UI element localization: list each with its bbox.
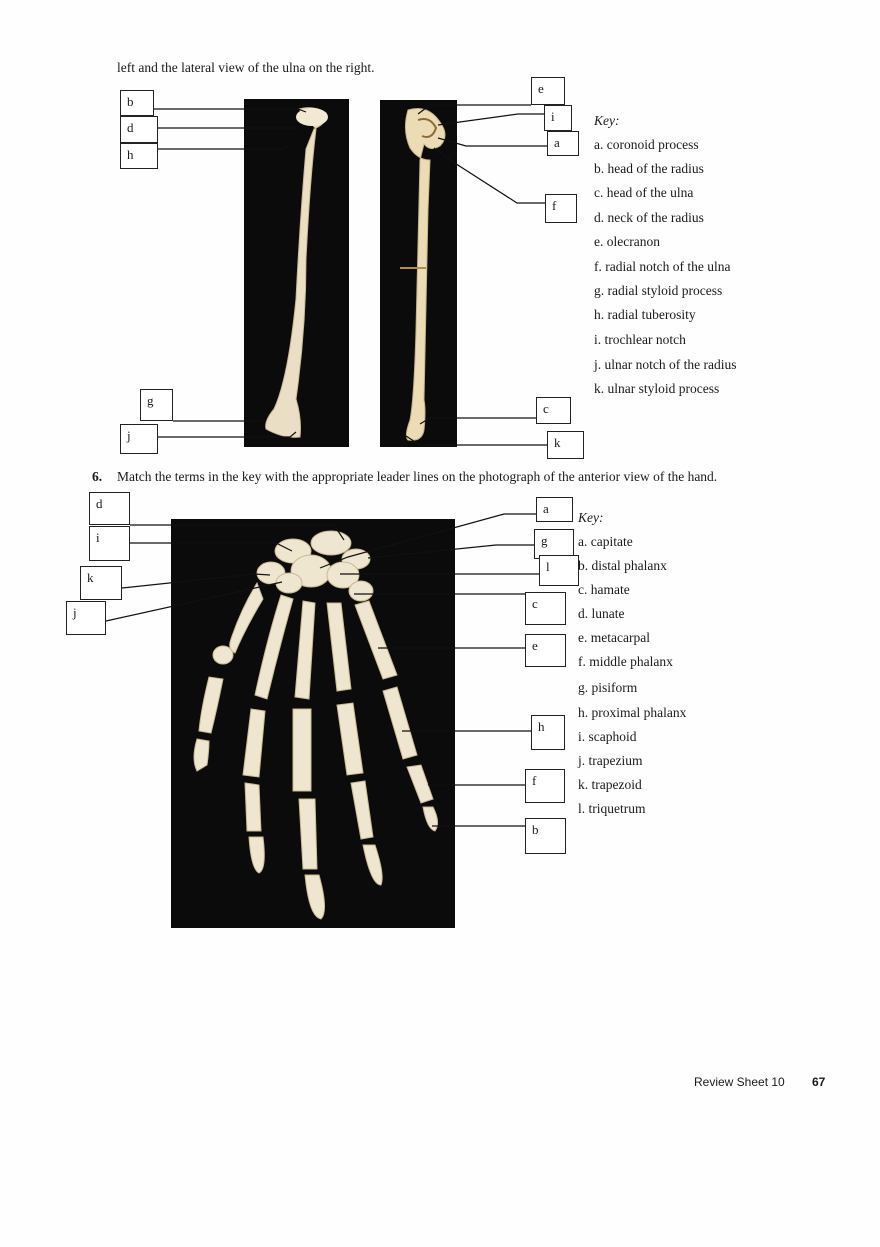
key2-item: i. scaphoid — [578, 729, 637, 744]
key2-item: g. pisiform — [578, 680, 638, 695]
key1-item: a. coronoid process — [594, 137, 699, 152]
label-box-e[interactable]: e — [531, 77, 565, 105]
hand-label-box-l[interactable]: l — [539, 555, 579, 586]
hand-label-box-c[interactable]: c — [525, 592, 566, 625]
footer-label: Review Sheet 10 — [694, 1075, 785, 1089]
key1-item: g. radial styloid process — [594, 283, 723, 298]
label-box-k[interactable]: k — [547, 431, 584, 459]
page-number: 67 — [812, 1075, 826, 1089]
label-box-i[interactable]: i — [544, 105, 572, 131]
label-box-h[interactable]: h — [120, 143, 158, 169]
hand-photo — [171, 519, 455, 928]
key1-item: b. head of the radius — [594, 161, 704, 176]
question-text: Match the terms in the key with the appr… — [117, 469, 718, 484]
label-box-d[interactable]: d — [120, 116, 158, 143]
label-box-a[interactable]: a — [547, 131, 579, 156]
hand-label-box-e[interactable]: e — [525, 634, 566, 667]
label-box-b[interactable]: b — [120, 90, 154, 116]
key2-item: c. hamate — [578, 582, 630, 597]
hand-label-box-d[interactable]: d — [89, 492, 130, 525]
key1-item: e. olecranon — [594, 234, 660, 249]
question-number: 6. — [92, 469, 103, 484]
label-box-c[interactable]: c — [536, 397, 571, 424]
hand-label-box-f[interactable]: f — [525, 769, 565, 803]
hand-label-box-j[interactable]: j — [66, 601, 106, 635]
hand-label-box-b[interactable]: b — [525, 818, 566, 854]
label-box-f[interactable]: f — [545, 194, 577, 223]
key2-item: k. trapezoid — [578, 777, 642, 792]
key2-item: d. lunate — [578, 606, 625, 621]
key1-item: d. neck of the radius — [594, 210, 704, 225]
key1-item: c. head of the ulna — [594, 185, 694, 200]
key2-item: e. metacarpal — [578, 630, 650, 645]
hand-label-box-a[interactable]: a — [536, 497, 573, 522]
key2-item: h. proximal phalanx — [578, 705, 687, 720]
key1-item: k. ulnar styloid process — [594, 381, 720, 396]
hand-label-box-i[interactable]: i — [89, 526, 130, 561]
key2-item: j. trapezium — [578, 753, 643, 768]
key2-item: a. capitate — [578, 534, 633, 549]
key2-item: f. middle phalanx — [578, 654, 673, 669]
key1-item: f. radial notch of the ulna — [594, 259, 731, 274]
key2-title: Key: — [578, 510, 604, 525]
ulna-photo — [380, 100, 457, 447]
intro-text: left and the lateral view of the ulna on… — [117, 60, 375, 75]
key2-item: l. triquetrum — [578, 801, 646, 816]
key1-item: i. trochlear notch — [594, 332, 686, 347]
hand-label-box-k[interactable]: k — [80, 566, 122, 600]
key1-title: Key: — [594, 113, 620, 128]
key1-item: j. ulnar notch of the radius — [594, 357, 737, 372]
hand-label-box-h[interactable]: h — [531, 715, 565, 750]
key2-item: b. distal phalanx — [578, 558, 667, 573]
label-box-j[interactable]: j — [120, 424, 158, 454]
label-box-g[interactable]: g — [140, 389, 173, 421]
radius-photo — [244, 99, 349, 447]
key1-item: h. radial tuberosity — [594, 307, 696, 322]
